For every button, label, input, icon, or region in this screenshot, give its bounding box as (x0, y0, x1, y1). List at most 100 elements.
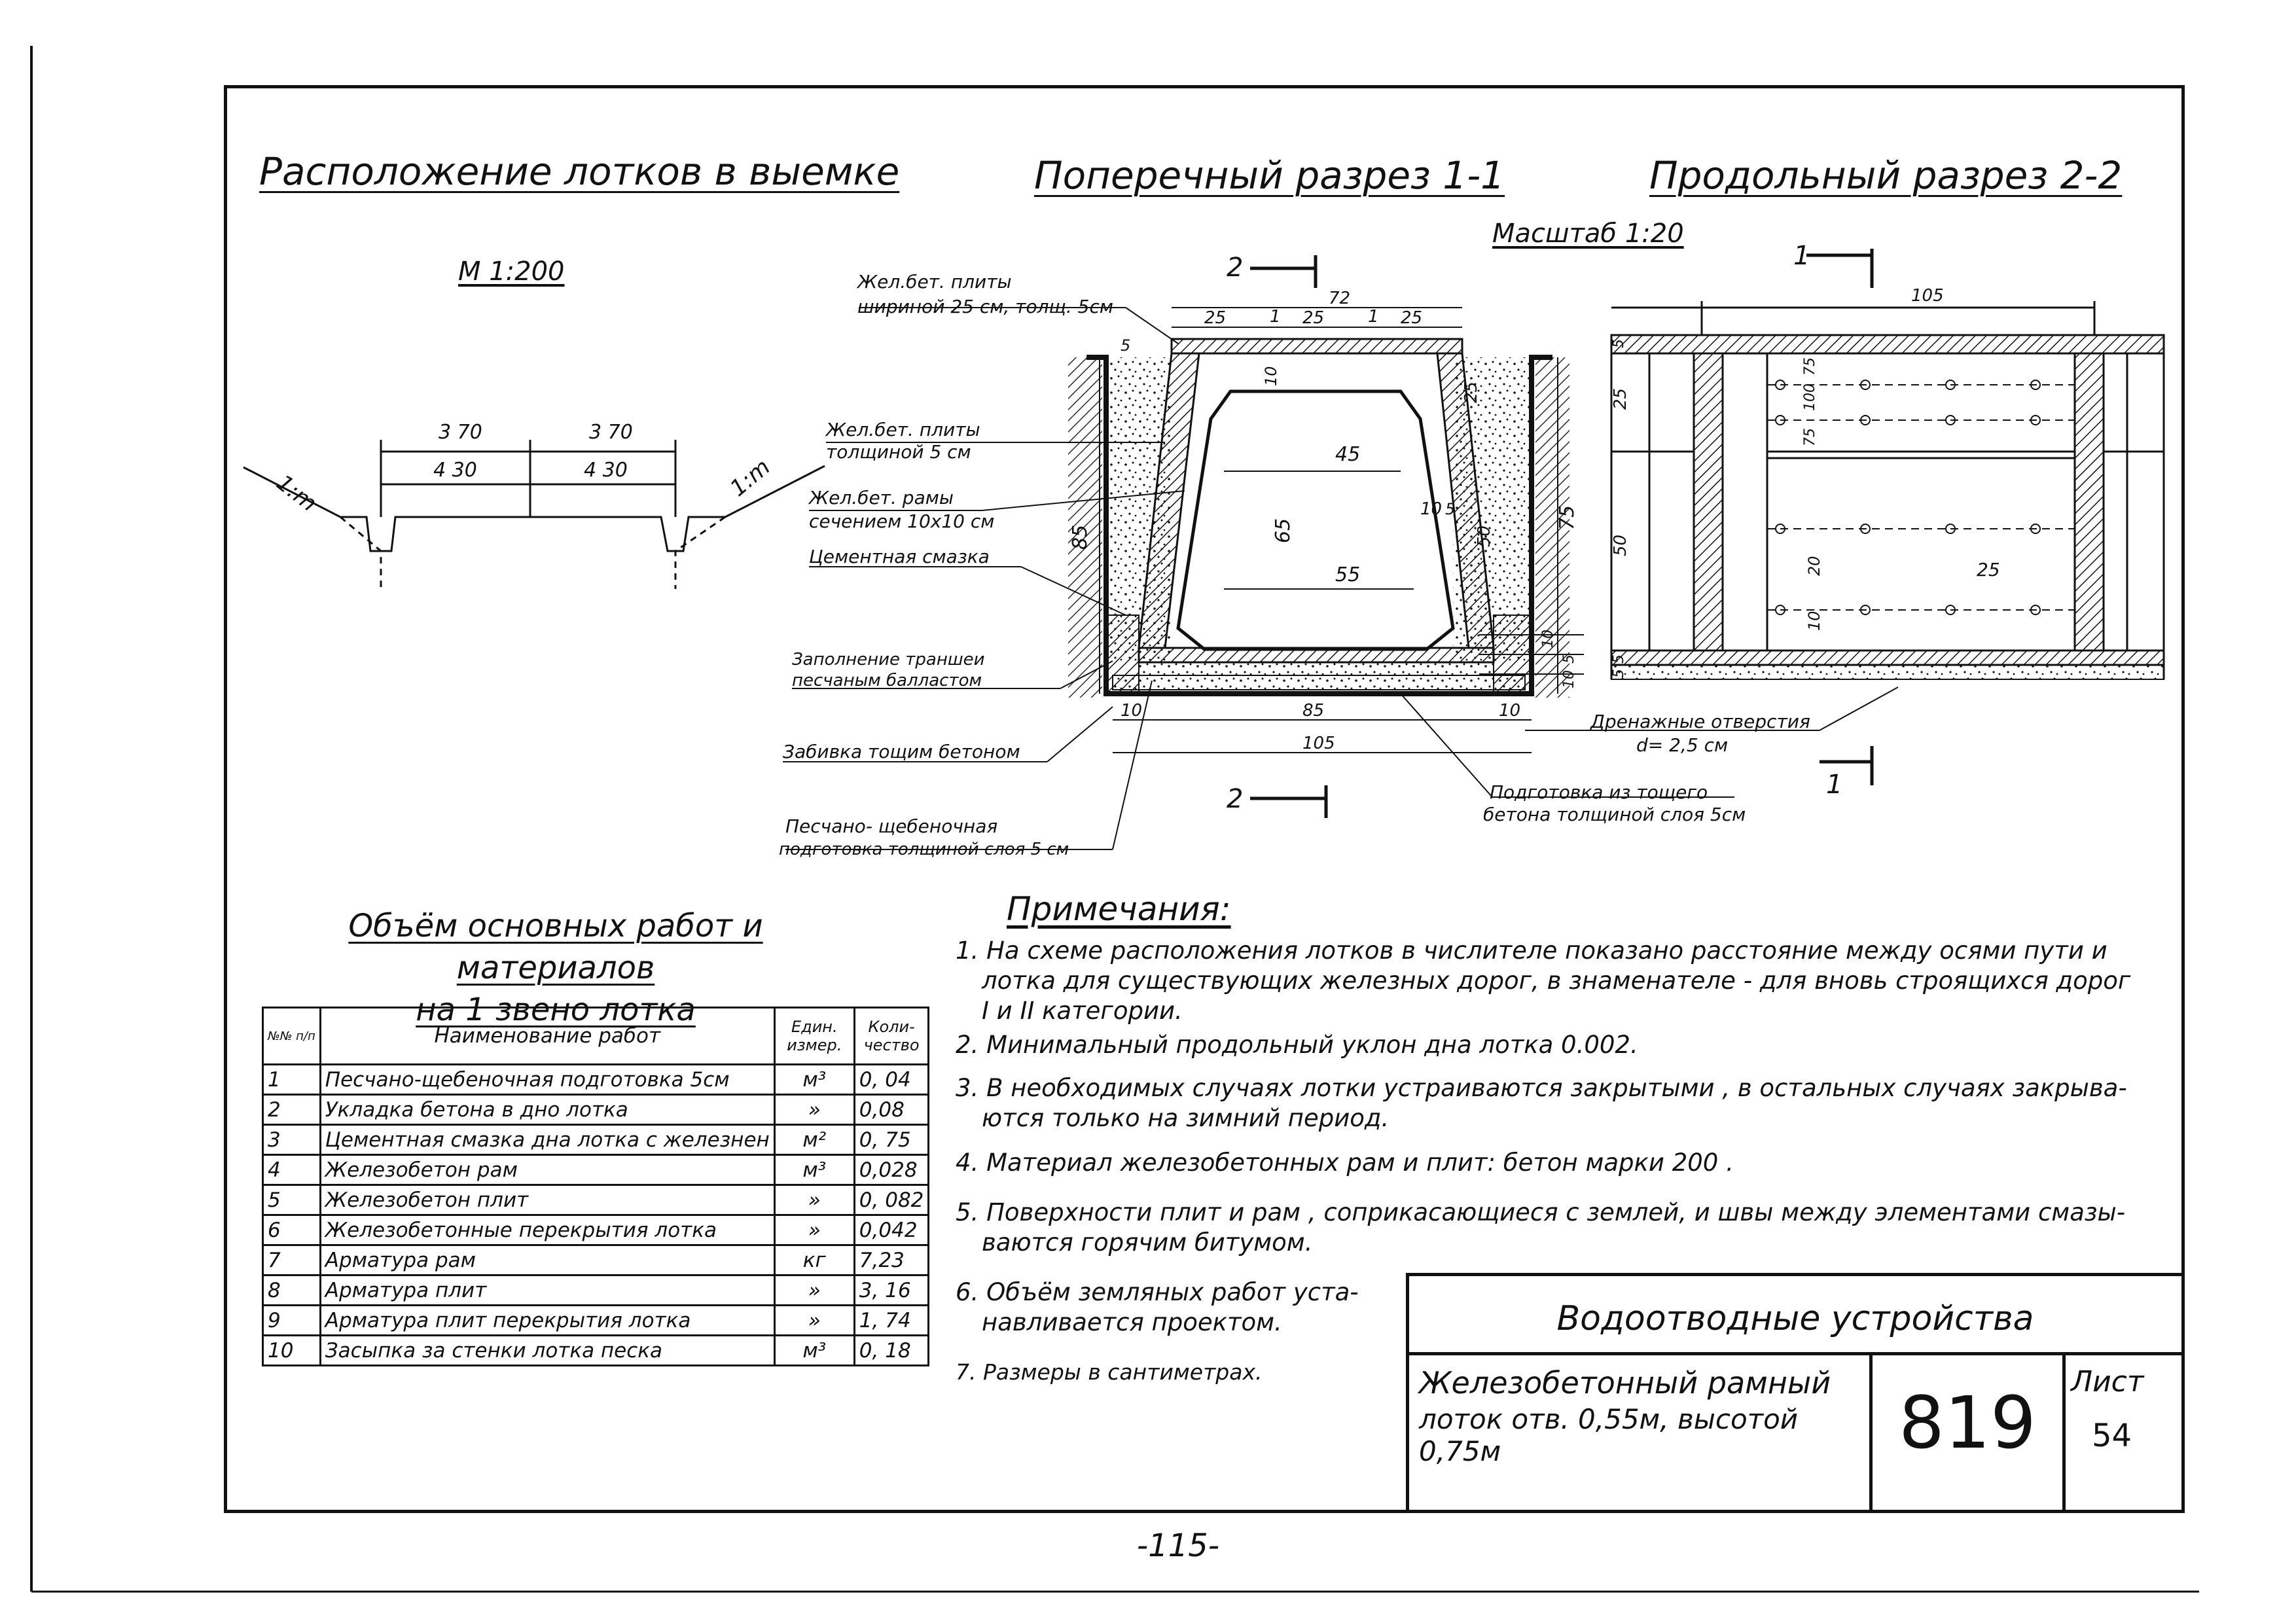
row-num: 3 (262, 1124, 321, 1156)
row-unit: » (773, 1274, 855, 1306)
label-wall-slab-b: толщиной 5 см (826, 441, 971, 463)
row-num: 9 (262, 1304, 321, 1336)
col-unit: Един. измер. (773, 1007, 855, 1065)
dim-1a: 1 (1270, 307, 1281, 327)
dim-25a: 25 (1204, 308, 1226, 328)
dim-85: 85 (1302, 701, 1324, 721)
title-block-number: 819 (1899, 1381, 2036, 1465)
row-name: Цементная смазка дна лотка с железнен (319, 1124, 776, 1156)
row-unit: м³ (773, 1154, 855, 1186)
row-num: 5 (262, 1184, 321, 1216)
row-name: Засыпка за стенки лотка песка (319, 1334, 776, 1366)
notes-title: Примечания: (1007, 890, 1231, 928)
row-unit: » (773, 1184, 855, 1216)
note-5a: 5. Поверхности плит и рам , соприкасающи… (956, 1198, 2126, 1226)
long-dim-10: 10 (1805, 611, 1823, 631)
label-frame-a: Жел.бет. рамы (808, 487, 954, 508)
row-name: Укладка бетона в дно лотка (319, 1094, 776, 1126)
note-2: 2. Минимальный продольный уклон дна лотк… (956, 1031, 1638, 1059)
row-num: 1 (262, 1063, 321, 1096)
label-base-b: бетона толщиной слоя 5см (1483, 804, 1746, 825)
row-num: 10 (262, 1334, 321, 1366)
label-drain-b: d= 2,5 см (1636, 734, 1728, 756)
row-num: 6 (262, 1214, 321, 1246)
dim-5: 5 (1121, 336, 1130, 355)
label-lean-concrete: Забивка тощим бетоном (783, 741, 1020, 762)
row-name: Песчано-щебеночная подготовка 5см (319, 1063, 776, 1096)
dim-65: 65 (1272, 518, 1295, 543)
dim-10-top: 10 (1262, 366, 1280, 386)
note-3b: ются только на зимний период. (982, 1104, 1390, 1132)
label-cover-slab-b: шириной 25 см, толщ. 5см (857, 296, 1113, 317)
row-qty: 0, 04 (853, 1063, 930, 1096)
row-qty: 0,028 (853, 1154, 930, 1186)
dim-10-right: 10 (1420, 499, 1442, 519)
col-qty: Коли- чество (853, 1007, 930, 1065)
label-sand-gravel-a: Песчано- щебеночная (785, 815, 997, 837)
long-dim-75a: 75 (1802, 357, 1818, 376)
drawing-frame (224, 85, 2185, 1513)
works-table: №№ п/п Наименование работ Един. измер. К… (262, 1007, 930, 1366)
row-num: 7 (262, 1244, 321, 1276)
dim-25-right: 25 (1462, 382, 1481, 403)
title-block-name-1: Железобетонный рамный (1419, 1365, 1831, 1400)
dim-10-b1: 10 (1540, 630, 1556, 648)
dim-55: 55 (1335, 563, 1360, 586)
row-name: Железобетон плит (319, 1184, 776, 1216)
plan-dim-top-right: 3 70 (589, 421, 633, 444)
label-cover-slab-a: Жел.бет. плиты (856, 271, 1012, 293)
long-dim-20: 20 (1805, 556, 1823, 576)
title-block-section-cell (1406, 1273, 2185, 1355)
row-qty: 1, 74 (853, 1304, 930, 1336)
row-qty: 7,23 (853, 1244, 930, 1276)
dim-5-right: 5 (1445, 500, 1455, 518)
sections-scale: Масштаб 1:20 (1492, 219, 1684, 249)
dim-85-vertical: 85 (1069, 525, 1092, 550)
row-name: Арматура рам (319, 1244, 776, 1276)
note-3a: 3. В необходимых случаях лотки устраиваю… (956, 1074, 2127, 1102)
note-4: 4. Материал железобетонных рам и плит: б… (956, 1149, 1734, 1177)
row-qty: 0,08 (853, 1094, 930, 1126)
row-unit: » (773, 1214, 855, 1246)
title-block-section: Водоотводные устройства (1556, 1299, 2034, 1338)
note-5b: ваются горячим битумом. (982, 1228, 1313, 1257)
label-cement: Цементная смазка (809, 546, 990, 567)
row-unit: » (773, 1304, 855, 1336)
page-number: -115- (1136, 1527, 1220, 1564)
plan-title: Расположение лотков в выемке (259, 149, 900, 194)
plan-dim-bot-right: 4 30 (584, 459, 628, 482)
col-num: №№ п/п (262, 1007, 321, 1065)
dim-10-br: 10 (1499, 701, 1520, 721)
row-qty: 0, 18 (853, 1334, 930, 1366)
title-block-sheet: 54 (2092, 1418, 2132, 1454)
plan-dim-bot-left: 4 30 (433, 459, 477, 482)
cut-1-bottom: 1 (1826, 770, 1842, 800)
row-name: Арматура плит (319, 1274, 776, 1306)
title-block-name-2: лоток отв. 0,55м, высотой 0,75м (1419, 1403, 1799, 1467)
long-dim-5-b1: 5 (1611, 654, 1627, 664)
row-qty: 3, 16 (853, 1274, 930, 1306)
row-name: Железобетонные перекрытия лотка (319, 1214, 776, 1246)
row-qty: 0, 082 (853, 1184, 930, 1216)
note-1b: лотка для существующих железных дорог, в… (982, 967, 2131, 995)
dim-25b: 25 (1302, 308, 1324, 328)
dim-5-b: 5 (1561, 654, 1577, 664)
long-section-title: Продольный разрез 2-2 (1649, 153, 2123, 198)
long-dim-75b: 75 (1802, 428, 1818, 446)
row-num: 4 (262, 1154, 321, 1186)
row-unit: м³ (773, 1334, 855, 1366)
cut-2-bottom: 2 (1227, 784, 1243, 814)
dim-10-b2: 10 (1561, 670, 1577, 688)
long-dim-5-top: 5 (1611, 339, 1627, 348)
